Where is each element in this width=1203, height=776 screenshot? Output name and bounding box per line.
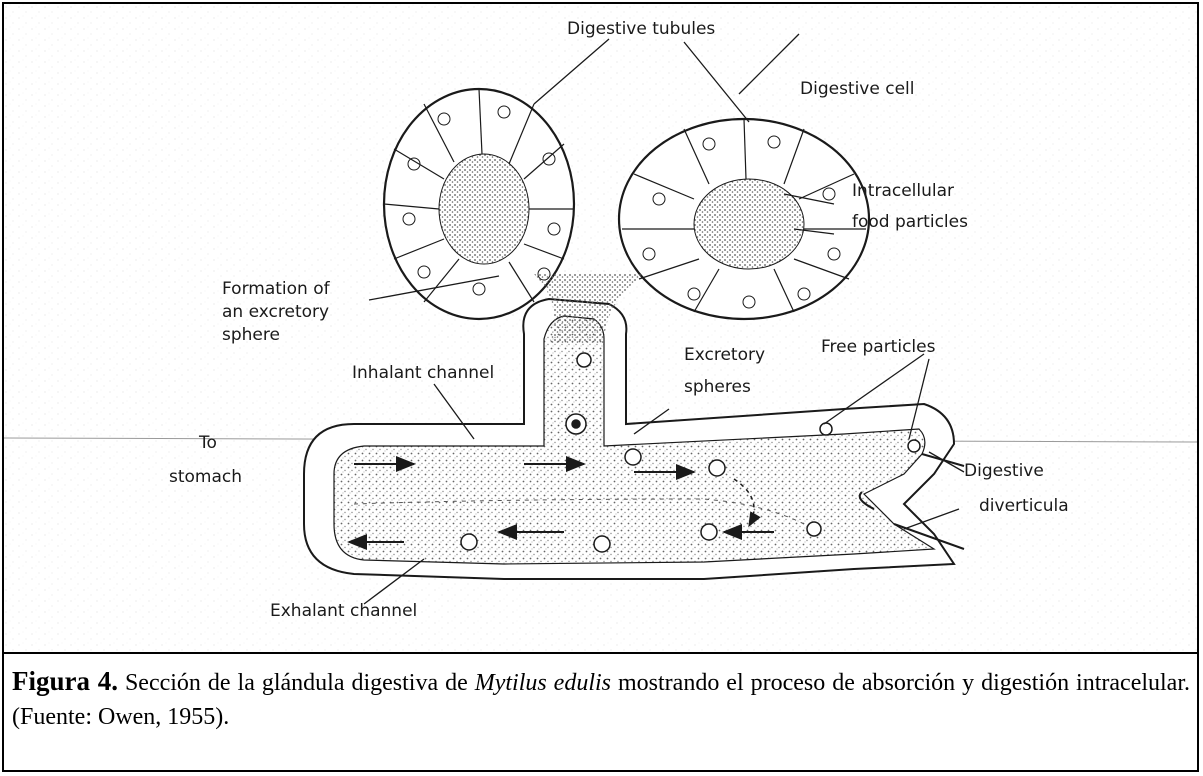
label-formation-3: sphere bbox=[222, 325, 280, 345]
digestive-tubule-right bbox=[619, 119, 869, 319]
label-diverticula: diverticula bbox=[979, 496, 1069, 516]
label-digestive-tubules: Digestive tubules bbox=[567, 19, 715, 39]
figure-panel: Digestive tubules Digestive cell Intrace… bbox=[4, 4, 1197, 654]
caption-text-before: Sección de la glándula digestiva de bbox=[118, 670, 475, 696]
label-to: To bbox=[198, 433, 217, 453]
digestive-gland-diagram: Digestive tubules Digestive cell Intrace… bbox=[4, 4, 1197, 652]
label-stomach: stomach bbox=[169, 467, 242, 487]
label-excretory-2: spheres bbox=[684, 377, 751, 397]
label-digestive-cell: Digestive cell bbox=[800, 79, 914, 99]
label-free-particles: Free particles bbox=[821, 337, 936, 357]
label-food-particles: food particles bbox=[852, 212, 968, 232]
label-intracellular: Intracellular bbox=[852, 181, 954, 201]
label-excretory-1: Excretory bbox=[684, 345, 765, 365]
label-formation-2: an excretory bbox=[222, 302, 329, 322]
label-inhalant-channel: Inhalant channel bbox=[352, 363, 494, 383]
label-digestive: Digestive bbox=[964, 461, 1044, 481]
label-exhalant-channel: Exhalant channel bbox=[270, 601, 417, 621]
label-formation-1: Formation of bbox=[222, 279, 331, 299]
caption-label: Figura 4. bbox=[12, 666, 118, 696]
caption-species: Mytilus edulis bbox=[475, 670, 611, 696]
figure-caption: Figura 4. Sección de la glándula digesti… bbox=[12, 664, 1190, 734]
